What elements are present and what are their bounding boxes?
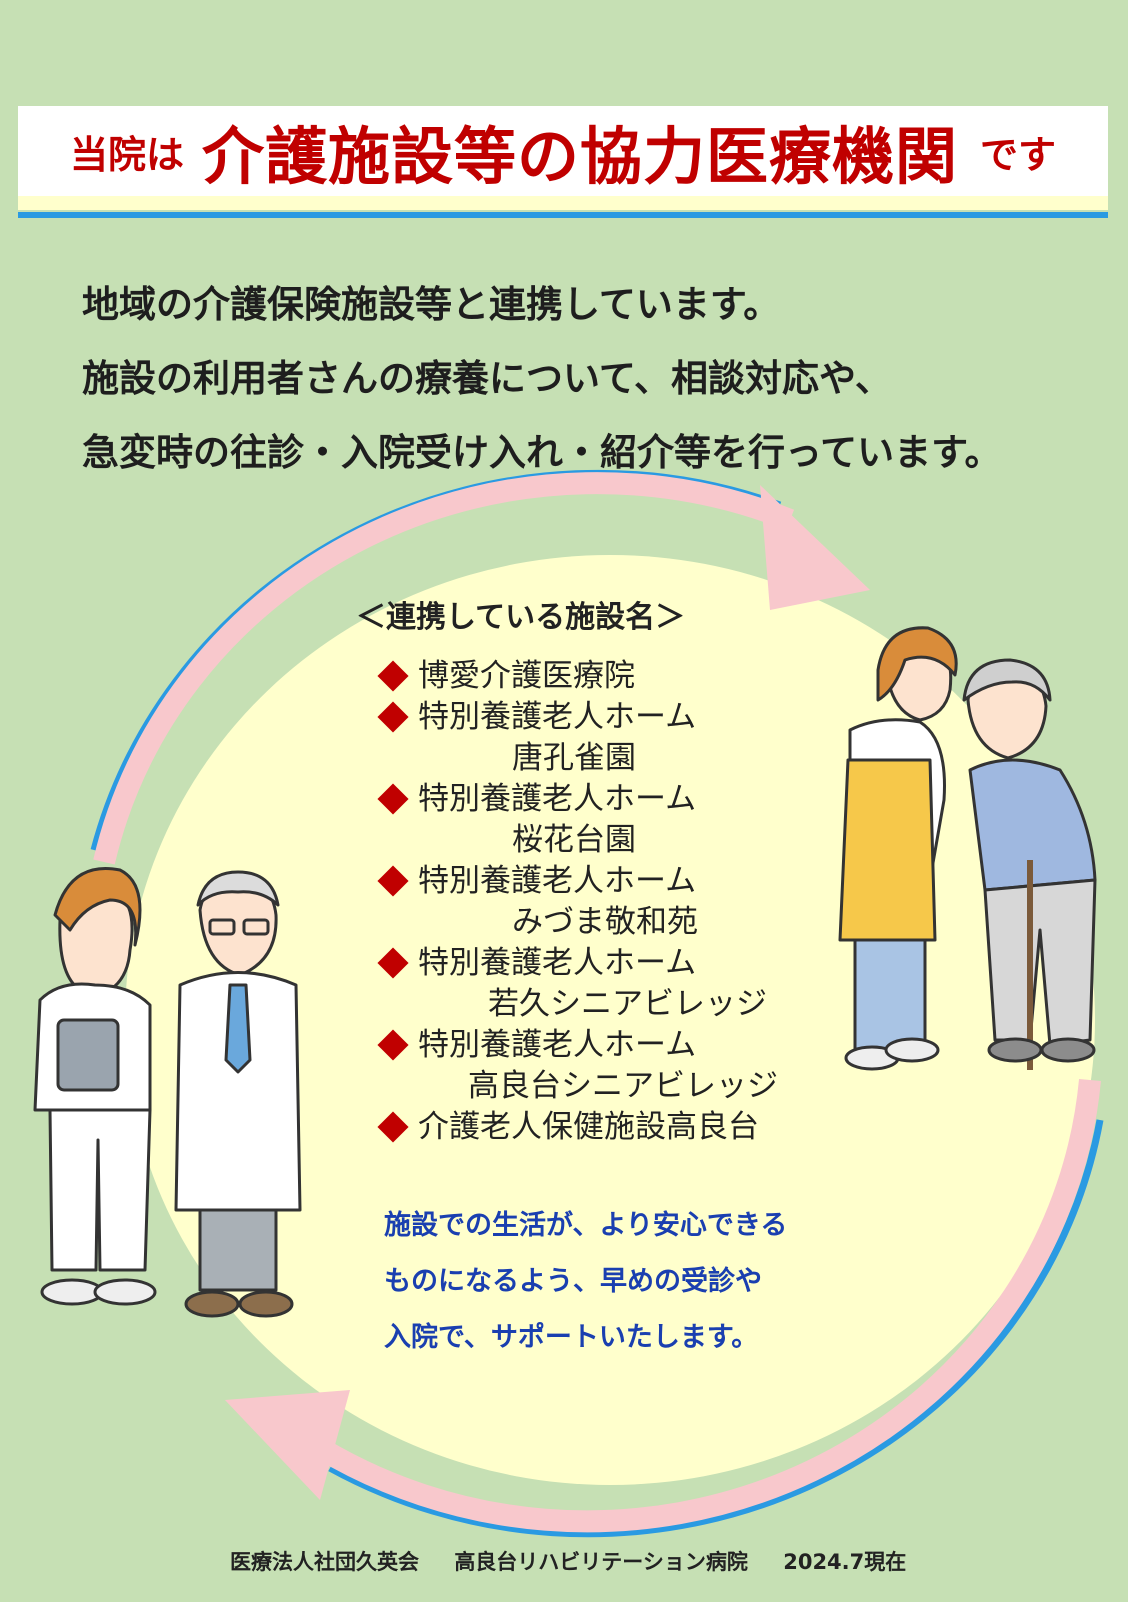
title-banner: 当院は 介護施設等の協力医療機関 です — [18, 106, 1108, 196]
title-suffix: です — [980, 132, 1057, 177]
facility-name: 特別養護老人ホーム — [418, 1027, 697, 1063]
footer-org: 医療法人社団久英会 — [230, 1550, 419, 1574]
arrow-outline-bottom — [328, 1119, 1104, 1538]
support-message: 施設での生活が、より安心できる ものになるよう、早めの受診や 入院で、サポートい… — [384, 1198, 844, 1366]
title-underline-blue — [18, 212, 1108, 218]
title-main: 介護施設等の協力医療機関 — [201, 120, 958, 193]
doctor-illustration — [174, 870, 302, 1318]
list-item: 特別養護老人ホーム みづま敬和苑 — [376, 861, 836, 943]
list-item: 特別養護老人ホーム 若久シニアビレッジ — [376, 943, 836, 1025]
red-diamond-icon — [377, 1028, 409, 1061]
red-diamond-icon — [377, 782, 409, 815]
facility-name: 特別養護老人ホーム — [418, 945, 697, 981]
facility-subname: みづま敬和苑 — [512, 904, 698, 940]
list-item: 特別養護老人ホーム 唐孔雀園 — [376, 697, 836, 779]
footer-date: 2024.7現在 — [783, 1550, 907, 1574]
facility-name: 博愛介護医療院 — [418, 658, 635, 694]
facility-list: 博愛介護医療院 特別養護老人ホーム 唐孔雀園 特別養護老人ホーム 桜花台園 特別… — [376, 656, 836, 1148]
list-item: 博愛介護医療院 — [376, 656, 836, 697]
elderly-man-illustration — [962, 658, 1097, 1070]
support-line: 施設での生活が、より安心できる — [384, 1210, 788, 1241]
facility-name: 特別養護老人ホーム — [418, 781, 697, 817]
red-diamond-icon — [377, 1110, 409, 1143]
support-line: 入院で、サポートいたします。 — [384, 1322, 759, 1353]
facility-subname: 若久シニアビレッジ — [488, 986, 767, 1022]
facility-name: 介護老人保健施設高良台 — [418, 1109, 759, 1145]
title-row: 当院は 介護施設等の協力医療機関 です — [18, 106, 1108, 196]
intro-text: 地域の介護保険施設等と連携しています。 施設の利用者さんの療養について、相談対応… — [82, 268, 1092, 490]
footer: 医療法人社団久英会 高良台リハビリテーション病院 2024.7現在 — [230, 1546, 934, 1576]
nurse-illustration — [33, 867, 157, 1306]
title-underline-yellow — [18, 196, 1108, 210]
red-diamond-icon — [377, 700, 409, 733]
intro-line: 地域の介護保険施設等と連携しています。 — [82, 283, 781, 326]
red-diamond-icon — [377, 864, 409, 897]
facility-name: 特別養護老人ホーム — [418, 699, 697, 735]
intro-line: 急変時の往診・入院受け入れ・紹介等を行っています。 — [82, 431, 1002, 474]
facility-subname: 高良台シニアビレッジ — [468, 1068, 778, 1104]
red-diamond-icon — [377, 946, 409, 979]
title-prefix: 当院は — [69, 132, 184, 177]
facility-heading: ＜連携している施設名＞ — [356, 600, 686, 635]
intro-line: 施設の利用者さんの療養について、相談対応や、 — [82, 357, 892, 400]
list-item: 介護老人保健施設高良台 — [376, 1107, 836, 1148]
facility-subname: 桜花台園 — [512, 822, 636, 858]
facility-subname: 唐孔雀園 — [512, 740, 636, 776]
list-item: 特別養護老人ホーム 桜花台園 — [376, 779, 836, 861]
arrow-top — [93, 472, 870, 865]
support-line: ものになるよう、早めの受診や — [384, 1266, 762, 1297]
facility-name: 特別養護老人ホーム — [418, 863, 697, 899]
list-item: 特別養護老人ホーム 高良台シニアビレッジ — [376, 1025, 836, 1107]
caregiver-illustration — [838, 626, 958, 1071]
arrow-bottom — [225, 1078, 1101, 1533]
red-diamond-icon — [377, 659, 409, 692]
footer-hospital: 高良台リハビリテーション病院 — [454, 1550, 748, 1574]
